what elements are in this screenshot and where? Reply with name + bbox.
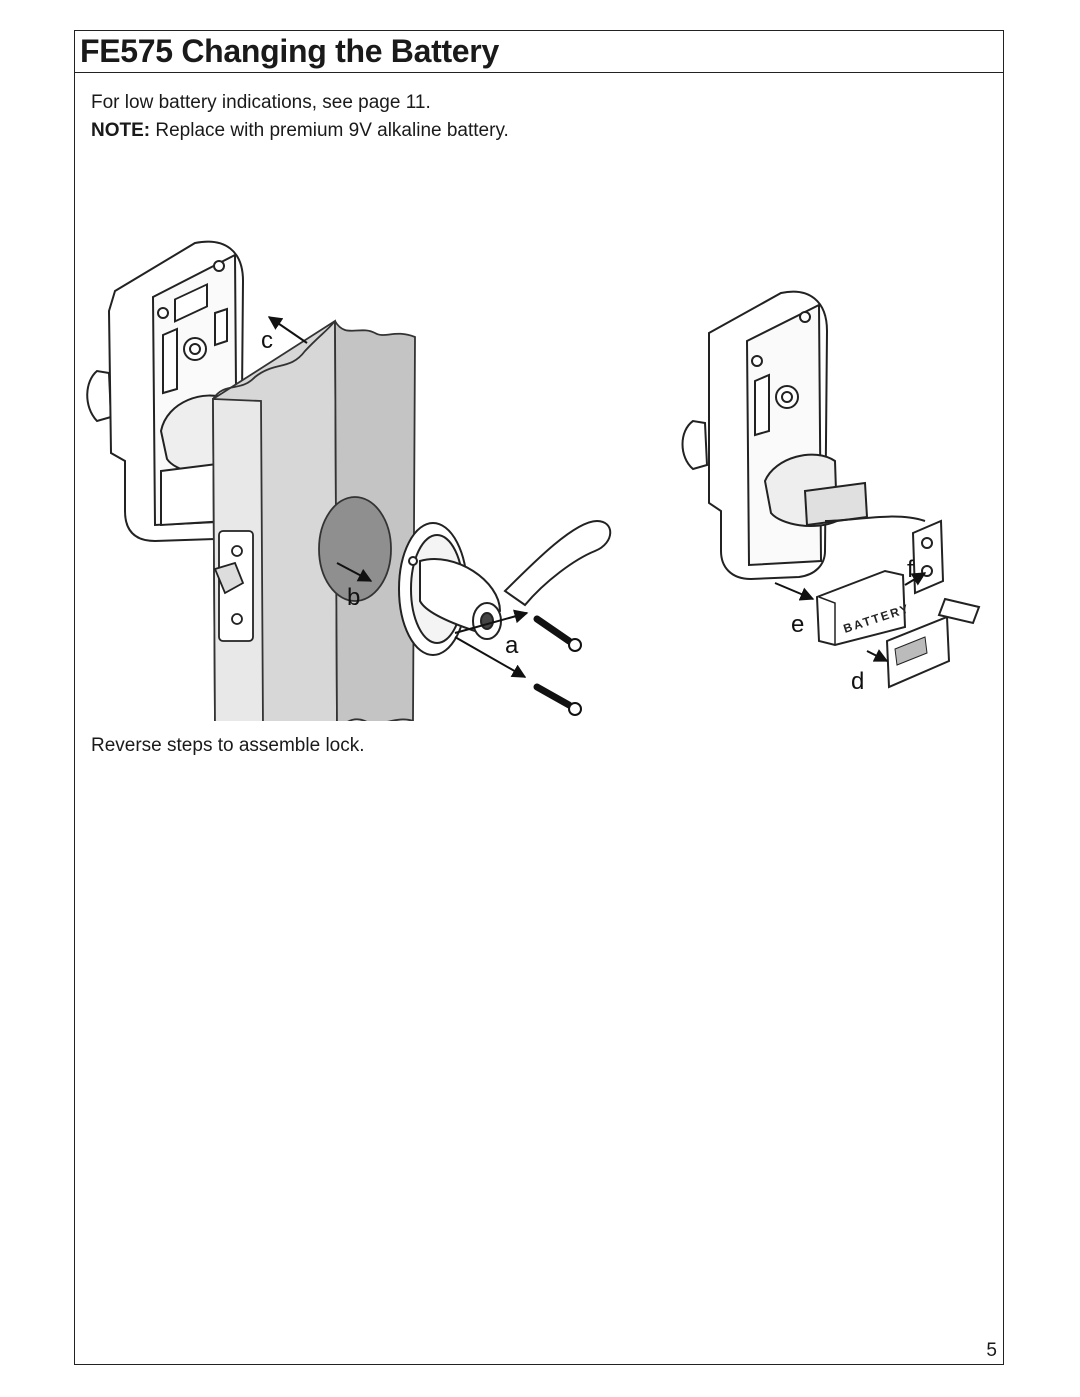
step-label-f: f — [907, 556, 914, 583]
page-frame: FE575 Changing the Battery For low batte… — [74, 30, 1004, 1365]
note-label: NOTE: — [91, 120, 151, 141]
step-label-c: c — [261, 327, 273, 354]
title-bar: FE575 Changing the Battery — [75, 31, 1003, 73]
direction-arrows-right — [774, 572, 927, 662]
step-label-b: b — [347, 584, 360, 611]
step-label-e: e — [791, 611, 804, 638]
page-number: 5 — [986, 1340, 997, 1361]
intro-text: For low battery indications, see page 11… — [91, 89, 509, 145]
screw-head-icon — [568, 702, 582, 716]
door-section — [212, 319, 416, 721]
battery-cover — [885, 597, 981, 689]
direction-arrows-left — [267, 316, 529, 678]
step-label-d: d — [851, 668, 864, 695]
lock-inside-assembly — [86, 240, 245, 543]
page-title: FE575 Changing the Battery — [80, 33, 499, 69]
battery-note: NOTE: Replace with premium 9V alkaline b… — [91, 117, 509, 145]
lever-handle — [398, 519, 612, 656]
step-label-a: a — [505, 632, 519, 659]
screw-head-icon — [568, 638, 582, 652]
battery-change-illustration: BATTERY c b a f e d — [86, 240, 981, 721]
low-battery-reference: For low battery indications, see page 11… — [91, 92, 431, 113]
battery-9v: BATTERY — [815, 569, 912, 647]
lock-battery-compartment — [681, 290, 945, 595]
latch-plate — [213, 530, 254, 642]
reassembly-instruction: Reverse steps to assemble lock. — [91, 735, 365, 756]
note-text: Replace with premium 9V alkaline battery… — [150, 120, 509, 141]
mounting-screws — [533, 615, 573, 709]
